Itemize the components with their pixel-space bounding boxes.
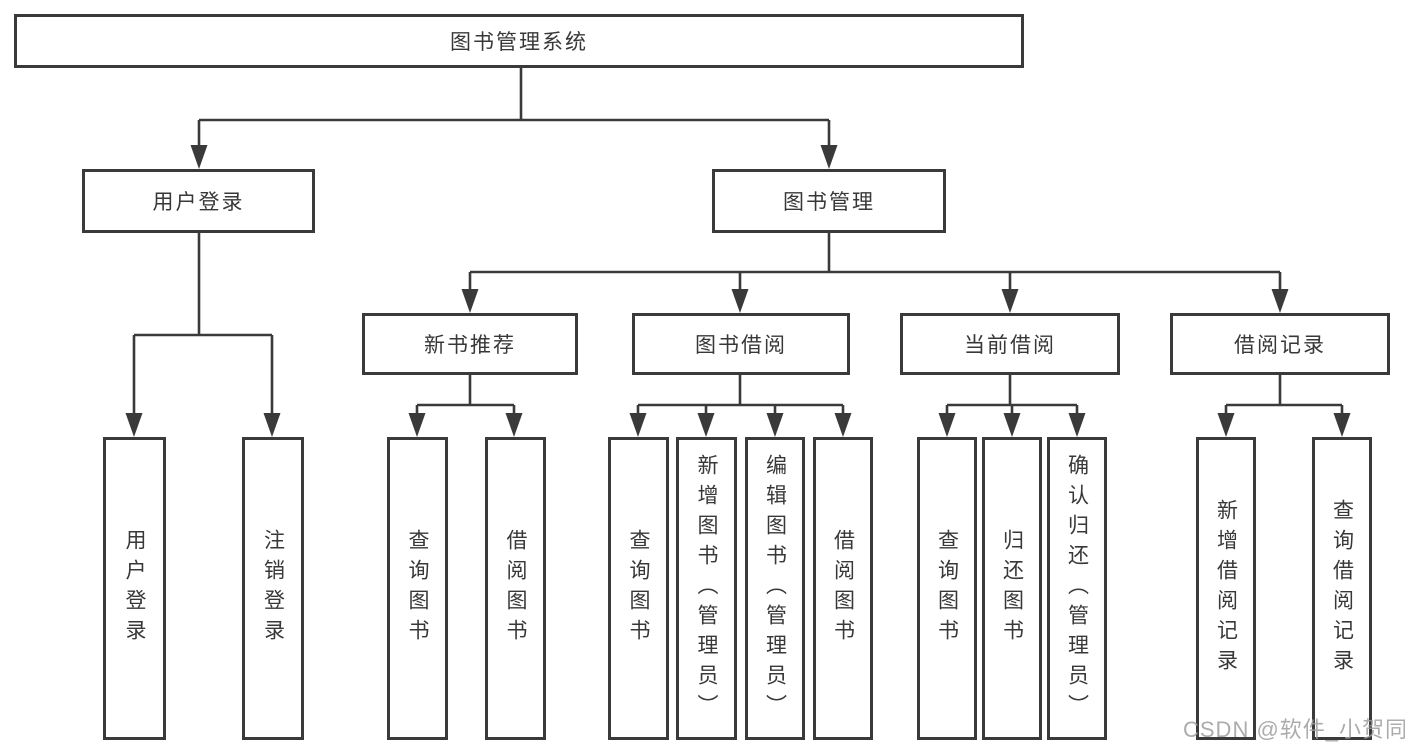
leaf-label: 确认归还（管理员） — [1065, 453, 1089, 724]
arrowhead-icon — [263, 413, 281, 437]
arrowhead-icon — [766, 413, 784, 437]
connector-book-management-children — [468, 233, 1282, 307]
arrowhead-icon — [629, 413, 647, 437]
leaf-label: 新增借阅记录 — [1214, 498, 1238, 679]
arrowhead-icon — [1001, 289, 1019, 313]
arrowhead-icon — [1271, 289, 1289, 313]
connector-new-book-recommend-children — [415, 375, 516, 431]
leaf-confirm-return-admin: 确认归还（管理员） — [1047, 437, 1107, 740]
arrowhead-icon — [1068, 413, 1086, 437]
connector-book-borrow-children — [636, 375, 845, 431]
leaf-return-books: 归还图书 — [982, 437, 1042, 740]
node-label: 图书管理系统 — [450, 31, 588, 54]
node-label: 新书推荐 — [424, 334, 516, 357]
leaf-label: 借阅图书 — [831, 528, 855, 649]
leaf-label: 新增图书（管理员） — [695, 453, 718, 724]
arrowhead-icon — [461, 289, 479, 313]
leaf-add-borrow-record: 新增借阅记录 — [1196, 437, 1256, 740]
connector-user-login-children — [132, 233, 274, 431]
arrowhead-icon — [505, 413, 523, 437]
arrowhead-icon — [1217, 413, 1235, 437]
leaf-query-books-recommend: 查询图书 — [387, 437, 448, 740]
leaf-label: 查询借阅记录 — [1330, 498, 1354, 679]
node-user-login: 用户登录 — [82, 169, 315, 233]
node-label: 图书管理 — [783, 191, 875, 214]
leaf-label: 查询图书 — [627, 528, 650, 649]
leaf-borrow-books-recommend: 借阅图书 — [485, 437, 546, 740]
leaf-label: 借阅图书 — [504, 528, 527, 649]
node-label: 当前借阅 — [964, 334, 1056, 357]
node-book-management: 图书管理 — [712, 169, 946, 233]
leaf-query-books-current: 查询图书 — [917, 437, 977, 740]
leaf-logout: 注销登录 — [242, 437, 304, 740]
arrowhead-icon — [190, 145, 208, 169]
leaf-add-books-admin: 新增图书（管理员） — [676, 437, 737, 740]
leaf-label: 编辑图书（管理员） — [763, 453, 787, 724]
leaf-label: 查询图书 — [935, 528, 959, 649]
leaf-label: 用户登录 — [123, 528, 146, 649]
arrowhead-icon — [408, 413, 426, 437]
arrowhead-icon — [1003, 413, 1021, 437]
leaf-edit-books-admin: 编辑图书（管理员） — [745, 437, 805, 740]
leaf-label: 归还图书 — [1000, 528, 1024, 649]
node-root-library-management-system: 图书管理系统 — [14, 14, 1024, 68]
node-label: 借阅记录 — [1234, 334, 1326, 357]
leaf-borrow-books: 借阅图书 — [813, 437, 873, 740]
arrowhead-icon — [125, 413, 143, 437]
arrowhead-icon — [834, 413, 852, 437]
node-new-book-recommend: 新书推荐 — [362, 313, 578, 375]
arrowhead-icon — [820, 145, 838, 169]
csdn-watermark: CSDN @软件_小贺同学 — [1183, 717, 1405, 742]
leaf-label: 注销登录 — [261, 528, 285, 649]
arrowhead-icon — [1333, 413, 1351, 437]
leaf-query-books-borrow: 查询图书 — [608, 437, 669, 740]
leaf-user-login: 用户登录 — [103, 437, 166, 740]
node-current-borrow: 当前借阅 — [900, 313, 1120, 375]
node-book-borrow: 图书借阅 — [632, 313, 850, 375]
node-borrow-records: 借阅记录 — [1170, 313, 1390, 375]
leaf-query-borrow-record: 查询借阅记录 — [1312, 437, 1372, 740]
connector-borrow-records-children — [1224, 375, 1344, 431]
arrowheads — [125, 145, 1351, 437]
leaf-label: 查询图书 — [406, 528, 429, 649]
node-label: 用户登录 — [152, 191, 245, 214]
arrowhead-icon — [697, 413, 715, 437]
node-label: 图书借阅 — [695, 334, 787, 357]
arrowhead-icon — [731, 289, 749, 313]
connector-root-to-level2 — [197, 68, 831, 163]
arrowhead-icon — [938, 413, 956, 437]
